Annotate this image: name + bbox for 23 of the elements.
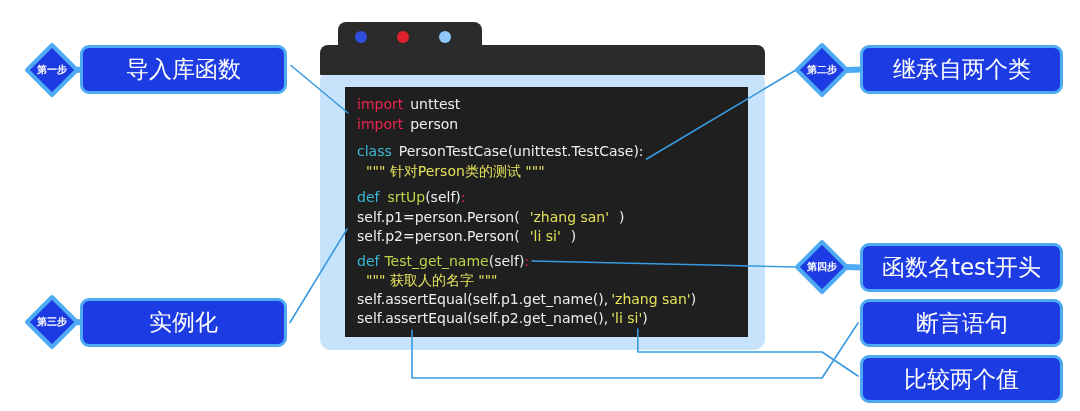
label-box: 比较两个值 — [860, 355, 1063, 403]
code-line: self.p2=person.Person( 'li si' ) — [357, 227, 577, 245]
code-line: import person — [357, 115, 459, 133]
code-line: """ 获取人的名字 """ — [366, 271, 498, 289]
code-line: self.assertEqual(self.p1.get_name(), 'zhang san') — [357, 290, 697, 308]
leader-line — [645, 69, 797, 160]
label-box: 继承自两个类 — [860, 45, 1063, 94]
code-line: self.assertEqual(self.p2.get_name(), 'li si') — [357, 309, 648, 327]
leader-line — [411, 322, 859, 379]
code-line: def srtUp(self): — [357, 188, 466, 206]
step-diamond: 第一步 — [24, 42, 80, 98]
code-line: import unttest — [357, 95, 461, 113]
step-diamond: 第四步 — [794, 239, 850, 295]
step-diamond: 第二步 — [794, 42, 850, 98]
code-line: def Test_get_name(self): — [357, 252, 530, 270]
code-line: self.p1=person.Person( 'zhang san' ) — [357, 208, 625, 226]
step-diamond: 第三步 — [24, 294, 80, 350]
leader-line — [531, 260, 797, 268]
label-box: 函数名test开头 — [860, 243, 1063, 292]
leader-line — [637, 328, 859, 377]
code-line: """ 针对Person类的测试 """ — [366, 162, 545, 180]
label-box: 断言语句 — [860, 299, 1063, 347]
code-line: class PersonTestCase(unittest.TestCase): — [357, 142, 644, 160]
